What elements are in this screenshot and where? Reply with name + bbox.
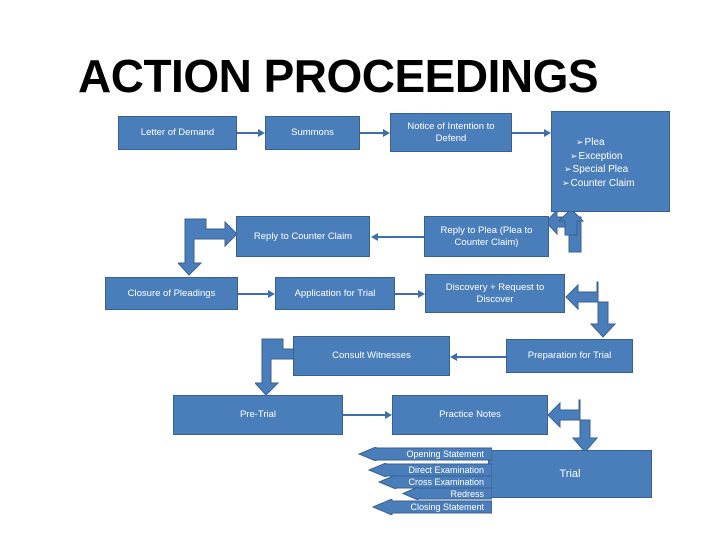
- node-preparation-for-trial[interactable]: Preparation for Trial: [506, 339, 633, 373]
- connector-notice-to-plea: [512, 132, 544, 134]
- connector-summons-to-notice: [360, 132, 383, 134]
- connector-demand-to-summons: [237, 132, 258, 134]
- stage-label: Cross Examination: [408, 477, 484, 487]
- arrow-bullet-icon: ➢: [570, 150, 578, 161]
- elbow-arrow-practice-notes-to-trial: [545, 398, 607, 456]
- node-label: Pre-Trial: [239, 409, 277, 420]
- node-pre-trial[interactable]: Pre-Trial: [173, 395, 343, 435]
- connector-closure-to-application: [238, 293, 268, 295]
- node-reply-to-plea[interactable]: Reply to Plea (Plea to Counter Claim): [424, 216, 549, 257]
- node-label: Practice Notes: [439, 409, 501, 420]
- node-closure-of-pleadings[interactable]: Closure of Pleadings: [105, 277, 238, 310]
- node-trial[interactable]: Trial: [488, 450, 652, 498]
- stage-label: Closing Statement: [410, 502, 484, 512]
- node-label: Reply to Plea (Plea to Counter Claim): [440, 224, 533, 248]
- arrowhead-closure-to-application: [268, 290, 275, 298]
- stage-arrow-opening-statement[interactable]: Opening Statement: [358, 447, 492, 461]
- node-label: Application for Trial: [294, 287, 376, 299]
- plea-bullet-label: Special Plea: [572, 164, 629, 175]
- node-label: Closure of Pleadings: [127, 287, 216, 299]
- connector-application-to-discovery: [395, 293, 418, 295]
- node-consult-witnesses[interactable]: Consult Witnesses: [293, 336, 450, 376]
- node-label: Preparation for Trial: [527, 350, 612, 361]
- node-label: Trial: [559, 468, 581, 480]
- node-letter-of-demand[interactable]: Letter of Demand: [118, 116, 237, 150]
- elbow-arrow-to-reply-counter-claim: [178, 217, 238, 277]
- node-application-for-trial[interactable]: Application for Trial: [275, 277, 395, 310]
- arrowhead-demand-to-summons: [258, 129, 265, 137]
- stage-label: Direct Examination: [408, 465, 484, 475]
- connector-preparation-to-consult: [457, 356, 506, 358]
- arrowhead-pretrial-to-practice-notes: [385, 411, 392, 419]
- plea-bullet-item: ➢Plea: [576, 136, 669, 150]
- arrow-bullet-icon: ➢: [576, 137, 584, 147]
- stage-arrow-redress[interactable]: Redress: [402, 487, 492, 500]
- node-reply-to-counter-claim[interactable]: Reply to Counter Claim: [236, 216, 370, 257]
- node-label: Discovery + Request to Discover: [445, 281, 545, 305]
- node-label: Reply to Counter Claim: [253, 230, 353, 242]
- arrowhead-application-to-discovery: [418, 290, 425, 298]
- stage-label: Opening Statement: [406, 449, 484, 459]
- stage-arrow-closing-statement[interactable]: Closing Statement: [372, 499, 492, 515]
- arrowhead-notice-to-plea: [544, 129, 551, 137]
- elbow-arrow-replyplea-to-plea: [545, 205, 587, 253]
- node-plea-options[interactable]: ➢Plea ➢Exception ➢Special Plea ➢Counter …: [551, 111, 670, 212]
- plea-bullet-label: Exception: [578, 150, 623, 162]
- elbow-arrow-discovery-to-preparation: [563, 280, 625, 342]
- node-label: Summons: [291, 127, 334, 138]
- arrow-bullet-icon: ➢: [562, 177, 570, 188]
- page-title: ACTION PROCEEDINGS: [78, 50, 599, 102]
- node-discovery-request[interactable]: Discovery + Request to Discover: [425, 274, 565, 313]
- node-label: Letter of Demand: [140, 127, 215, 138]
- arrowhead-summons-to-notice: [383, 129, 390, 137]
- stage-label: Redress: [450, 488, 484, 499]
- node-practice-notes[interactable]: Practice Notes: [392, 395, 548, 435]
- plea-bullet-label: Counter Claim: [570, 177, 635, 189]
- plea-bullet-item: ➢Special Plea: [564, 163, 669, 177]
- arrow-bullet-icon: ➢: [564, 164, 572, 174]
- node-notice-of-intention[interactable]: Notice of Intention to Defend: [390, 113, 512, 152]
- plea-bullet-label: Plea: [584, 137, 605, 148]
- node-label: Notice of Intention to Defend: [407, 120, 495, 144]
- plea-bullet-item: ➢Exception: [570, 150, 669, 164]
- connector-pretrial-to-practice-notes: [343, 414, 385, 416]
- node-label: Consult Witnesses: [332, 350, 411, 361]
- plea-bullet-item: ➢Counter Claim: [562, 177, 669, 191]
- node-summons[interactable]: Summons: [265, 116, 360, 150]
- arrowhead-preparation-to-consult: [450, 353, 457, 361]
- arrowhead-replyplea-to-replycounter: [371, 233, 378, 241]
- connector-replyplea-to-replycounter: [378, 236, 424, 238]
